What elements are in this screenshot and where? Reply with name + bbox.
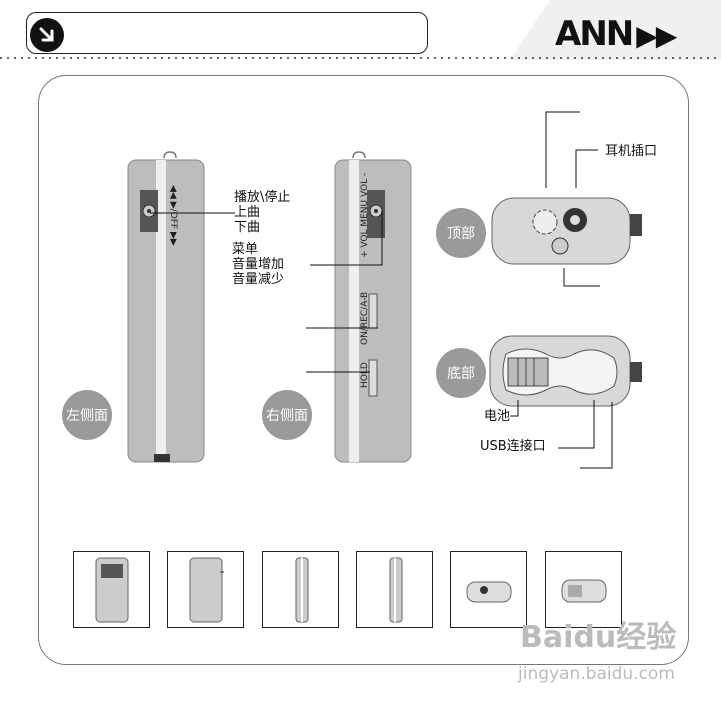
arrow-down-right-icon xyxy=(30,18,64,52)
right-callout-label-3: 音量减少 xyxy=(232,272,285,287)
header-decoration xyxy=(510,0,721,60)
baidu-watermark: Baidu经验 xyxy=(520,620,677,655)
brand-logo: ANN▶▶ xyxy=(555,14,677,54)
thumbnail-left-side xyxy=(262,551,339,628)
bottom-view-label: 底部 xyxy=(436,348,486,398)
dotted-divider xyxy=(0,57,721,59)
left-callout-line xyxy=(150,212,235,214)
device-left-side xyxy=(127,151,205,463)
thumbnail-top xyxy=(450,551,527,628)
right-callout-label-1: 菜单 xyxy=(232,242,259,257)
title-bar xyxy=(26,12,428,54)
left-callout-label-3: 下曲 xyxy=(234,220,261,235)
right-side-label: 右侧面 xyxy=(262,390,312,440)
usb-port-label: USB连接口 xyxy=(480,439,546,454)
left-callout-label-1: 播放\停止 xyxy=(234,190,291,205)
baidu-watermark-url: jingyan.baidu.com xyxy=(518,664,675,684)
earphone-jack-label: 耳机插口 xyxy=(605,144,658,159)
right-callout-label-2: 音量增加 xyxy=(232,257,285,272)
thumbnail-bottom xyxy=(545,551,622,628)
left-callout-label-2: 上曲 xyxy=(234,205,261,220)
thumbnail-back xyxy=(167,551,244,628)
left-side-label: 左侧面 xyxy=(62,390,112,440)
device-right-side xyxy=(334,151,412,463)
top-view-label: 顶部 xyxy=(436,208,486,258)
device-bottom-view xyxy=(489,335,642,469)
thumbnail-right-side xyxy=(356,551,433,628)
thumbnail-front xyxy=(73,551,150,628)
device-top-view xyxy=(491,111,642,287)
right-callout-lines xyxy=(306,210,383,373)
battery-label: 电池 xyxy=(484,409,511,424)
